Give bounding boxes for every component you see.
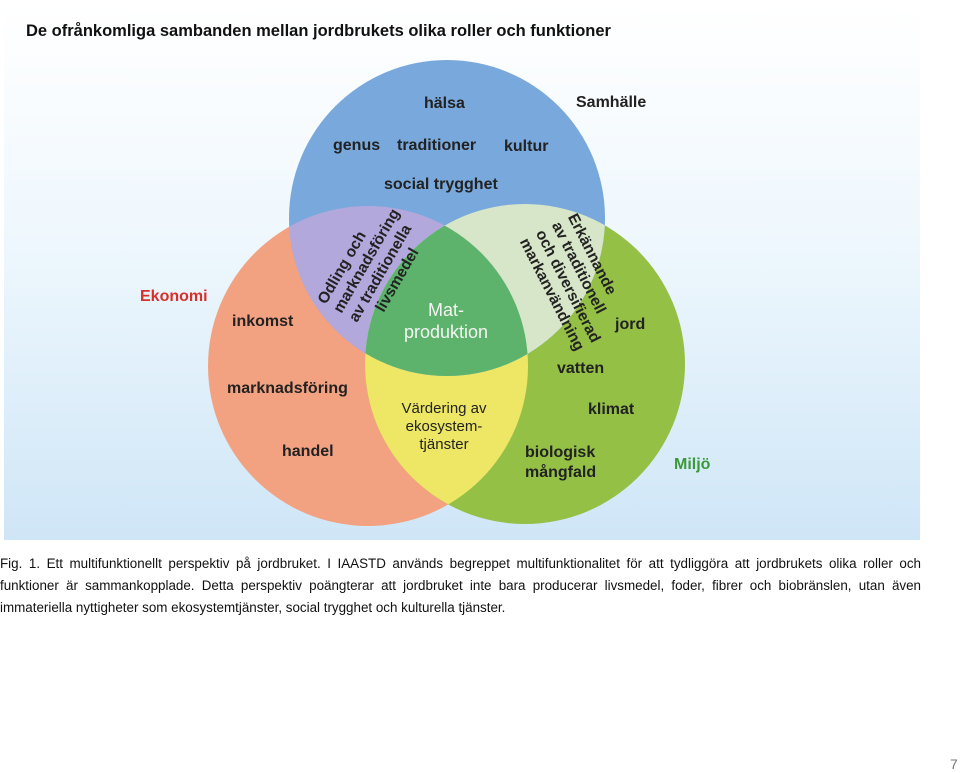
label-genus: genus [333, 137, 380, 154]
center-line-1: Mat- [428, 300, 464, 320]
label-klimat: klimat [588, 401, 635, 418]
label-social-trygghet: social trygghet [384, 176, 498, 193]
label-jord: jord [614, 316, 645, 333]
overlap-em-line-2: ekosystem- [406, 418, 483, 435]
label-marknadsforing: marknadsföring [227, 380, 348, 397]
venn-diagram: Samhälle hälsa genus traditioner kultur … [140, 60, 711, 526]
overlap-em-line-1: Värdering av [401, 400, 487, 417]
label-handel: handel [282, 443, 334, 460]
overlap-em-line-3: tjänster [419, 436, 468, 453]
label-miljo-name: Miljö [674, 456, 711, 473]
label-samhalle-name: Samhälle [576, 94, 646, 111]
page-number: 7 [950, 756, 958, 772]
figure-caption: Fig. 1. Ett multifunktionellt perspektiv… [0, 556, 921, 615]
label-inkomst: inkomst [232, 313, 294, 330]
figure-title: De ofrånkomliga sambanden mellan jordbru… [26, 22, 611, 40]
label-halsa: hälsa [424, 95, 465, 112]
center-line-2: produktion [404, 322, 488, 342]
label-mangfald: mångfald [525, 463, 596, 481]
overlap-samhalle-miljo-text: Erkännande av traditionell och diversifi… [516, 211, 620, 354]
label-traditioner: traditioner [397, 137, 476, 154]
label-kultur: kultur [504, 138, 548, 155]
label-vatten: vatten [557, 360, 604, 377]
label-biologisk: biologisk [525, 444, 595, 461]
label-ekonomi-name: Ekonomi [140, 288, 208, 305]
